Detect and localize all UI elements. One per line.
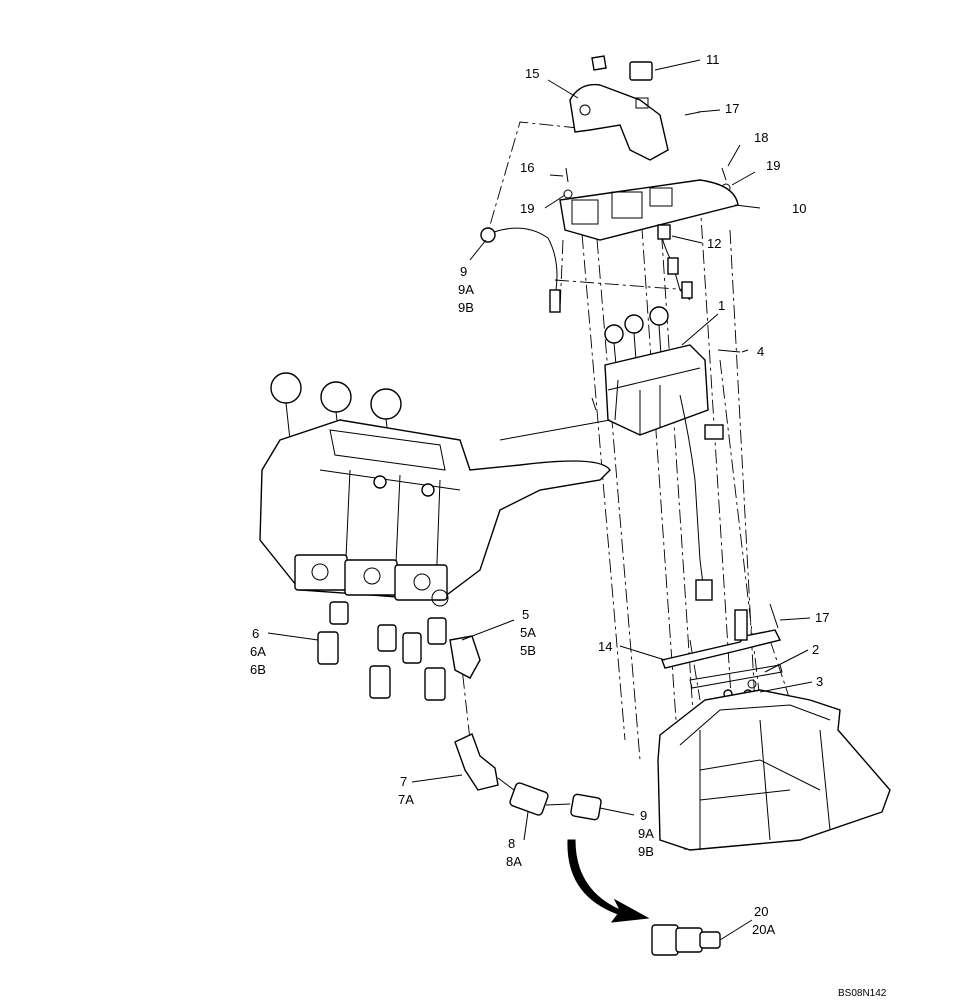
elbow-5 — [449, 635, 481, 679]
leader-lines — [267, 59, 813, 941]
callout-11: 11 — [706, 52, 720, 67]
switch-plate-10 — [559, 179, 739, 241]
elbow-7 — [454, 733, 499, 791]
callout-9-bottom: 9 9A 9B — [638, 808, 657, 859]
callout-14: 14 — [598, 639, 612, 654]
callout-2: 2 — [812, 642, 819, 657]
callout-6: 6 6A 6B — [250, 626, 269, 677]
coupler-9 — [570, 793, 602, 821]
callout-15: 15 — [525, 66, 539, 81]
washer-19-left — [563, 189, 573, 199]
drawing-code: BS08N142 — [838, 988, 887, 999]
screw-18 — [721, 167, 727, 181]
callout-8: 8 8A — [506, 836, 522, 869]
callout-20: 20 20A — [752, 904, 775, 937]
callout-labels: 15 11 17 18 16 19 19 10 12 9 9A 9B 1 4 6… — [250, 52, 887, 999]
knob-cap — [591, 55, 607, 71]
callout-19-right: 19 — [766, 158, 780, 173]
screw-16 — [565, 167, 569, 183]
callout-3: 3 — [816, 674, 823, 689]
callout-1: 1 — [718, 298, 725, 313]
callout-17-bottom: 17 — [815, 610, 829, 625]
callout-9-top: 9 9A 9B — [458, 264, 477, 315]
cover-15 — [569, 83, 669, 161]
callout-16: 16 — [520, 160, 534, 175]
main-valve-assembly — [259, 372, 611, 607]
callout-10: 10 — [792, 201, 806, 216]
washer-2 — [747, 679, 757, 689]
screw-17-top — [684, 111, 701, 116]
console-frame — [657, 689, 891, 851]
callout-12: 12 — [707, 236, 721, 251]
callout-18: 18 — [754, 130, 768, 145]
upper-cover-group — [563, 55, 731, 199]
valve-assembly-1 — [591, 306, 741, 601]
quick-coupler-20 — [651, 924, 721, 956]
ground-cable-9 — [480, 227, 561, 313]
brackets-14 — [661, 603, 783, 699]
rocker-switch-11 — [629, 61, 653, 81]
callout-4: 4 — [757, 344, 764, 359]
detail-arrow — [567, 839, 650, 923]
fittings-6-5 — [317, 601, 481, 701]
adapter-8 — [509, 782, 549, 816]
lower-fitting-chain — [454, 733, 602, 821]
callout-19-left: 19 — [520, 201, 534, 216]
callout-17-top: 17 — [725, 101, 739, 116]
callout-5: 5 5A 5B — [520, 607, 539, 658]
wire-harness-12 — [657, 224, 693, 301]
callout-7: 7 7A — [398, 774, 414, 807]
